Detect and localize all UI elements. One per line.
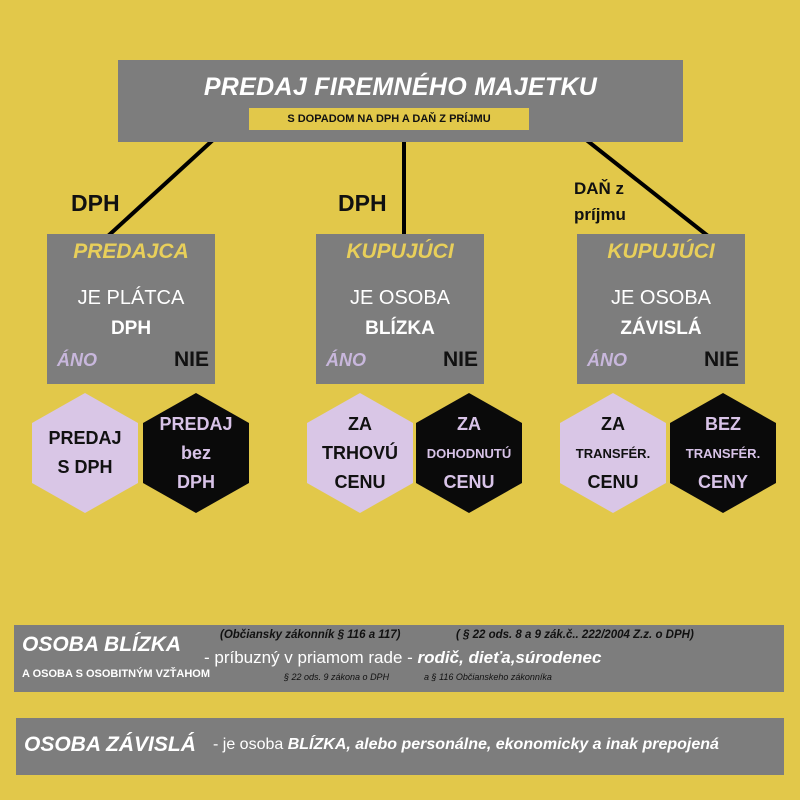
- answer-yes-label: ÁNO: [57, 350, 97, 370]
- outcome-line: ZA: [457, 413, 481, 434]
- note-ref-vat-act: ( § 22 ods. 8 a 9 zák.č.. 222/2004 Z.z. …: [456, 629, 694, 641]
- answer-no-label: NIE: [442, 348, 478, 371]
- note-close-person-relatives: rodič, dieťa,súrodenec: [417, 648, 602, 667]
- outcome-line: CENU: [587, 471, 639, 492]
- note-close-person-desc: - príbuzný v priamom rade - rodič, dieťa…: [204, 648, 601, 668]
- outcome-line: TRHOVÚ: [322, 442, 398, 463]
- box-question-line2: DPH: [110, 318, 152, 339]
- outcome-sale-without-vat: PREDAJ bez DPH: [143, 393, 249, 513]
- note-dependent-bold: BLÍZKA, alebo personálne, ekonomicky a i…: [287, 736, 719, 753]
- decision-box-seller: PREDAJCA JE PLÁTCA DPH ÁNO NIE: [47, 234, 215, 384]
- outcome-line: BEZ: [705, 413, 741, 434]
- box-question-line2: BLÍZKA: [365, 318, 435, 339]
- outcome-agreed-price: ZA DOHODNUTÚ CENU: [416, 393, 522, 513]
- note-ref-civil-code: (Občiansky zákonník § 116 a 117): [220, 629, 401, 641]
- outcome-sale-with-vat: PREDAJ S DPH: [32, 393, 138, 513]
- branch-label-income-tax: DAŇ z príjmu: [574, 176, 626, 228]
- outcome-no-transfer-price: BEZ TRANSFÉR. CENY: [670, 393, 776, 513]
- answer-no-label: NIE: [173, 348, 209, 371]
- outcome-transfer-price: ZA TRANSFÉR. CENU: [560, 393, 666, 513]
- outcome-line: ZA: [601, 413, 625, 434]
- note-ref-bottom-civil: a § 116 Občianskeho zákonníka: [424, 672, 552, 682]
- answer-yes-label: ÁNO: [587, 350, 627, 370]
- outcome-line: CENU: [443, 471, 495, 492]
- note-close-person-dash: - príbuzný v priamom rade -: [204, 648, 413, 667]
- outcome-line: PREDAJ: [159, 413, 233, 434]
- box-heading: KUPUJÚCI: [607, 240, 715, 263]
- decision-box-buyer-close: KUPUJÚCI JE OSOBA BLÍZKA ÁNO NIE: [316, 234, 484, 384]
- box-heading: KUPUJÚCI: [346, 240, 454, 263]
- outcome-line: TRANSFÉR.: [685, 445, 761, 461]
- box-question-line1: JE OSOBA: [349, 287, 451, 309]
- note-dependent-person-title: OSOBA ZÁVISLÁ: [24, 733, 196, 756]
- diagram-subtitle: S DOPADOM NA DPH A DAŇ Z PRÍJMU: [249, 108, 529, 130]
- branch-label-vat-middle: DPH: [338, 190, 387, 216]
- branch-label-vat-left: DPH: [71, 190, 120, 216]
- outcome-line: TRANSFÉR.: [575, 445, 651, 461]
- box-heading: PREDAJCA: [73, 240, 189, 263]
- note-dependent-person: OSOBA ZÁVISLÁ - je osoba BLÍZKA, alebo p…: [16, 718, 784, 775]
- note-ref-bottom-vat: § 22 ods. 9 zákona o DPH: [284, 672, 390, 682]
- outcome-line: DOHODNUTÚ: [426, 445, 512, 461]
- title-box: PREDAJ FIREMNÉHO MAJETKU S DOPADOM NA DP…: [118, 60, 683, 142]
- note-special-relation: A OSOBA S OSOBITNÝM VZŤAHOM: [22, 668, 211, 680]
- answer-yes-label: ÁNO: [326, 350, 366, 370]
- outcome-market-price: ZA TRHOVÚ CENU: [307, 393, 413, 513]
- outcome-line: CENY: [697, 471, 748, 492]
- note-dependent-plain: - je osoba: [213, 736, 284, 753]
- outcome-line: ZA: [348, 413, 372, 434]
- answer-no-label: NIE: [703, 348, 739, 371]
- note-dependent-person-desc: - je osoba BLÍZKA, alebo personálne, eko…: [213, 736, 719, 754]
- outcome-line: PREDAJ: [48, 428, 122, 448]
- box-question-line1: JE OSOBA: [610, 287, 712, 309]
- outcome-line: DPH: [176, 471, 215, 492]
- outcome-line: S DPH: [57, 457, 113, 477]
- outcome-line: CENU: [334, 471, 386, 492]
- note-close-person-title: OSOBA BLÍZKA: [22, 633, 182, 656]
- box-question-line1: JE PLÁTCA: [77, 287, 185, 309]
- branch-label-income-tax-line2: príjmu: [574, 205, 626, 224]
- decision-box-buyer-dependent: KUPUJÚCI JE OSOBA ZÁVISLÁ ÁNO NIE: [577, 234, 745, 384]
- diagram-title: PREDAJ FIREMNÉHO MAJETKU: [203, 73, 598, 101]
- box-question-line2: ZÁVISLÁ: [620, 318, 702, 339]
- branch-label-income-tax-line1: DAŇ z: [574, 179, 625, 198]
- outcome-line: bez: [180, 442, 211, 463]
- note-close-person: OSOBA BLÍZKA (Občiansky zákonník § 116 a…: [14, 625, 784, 692]
